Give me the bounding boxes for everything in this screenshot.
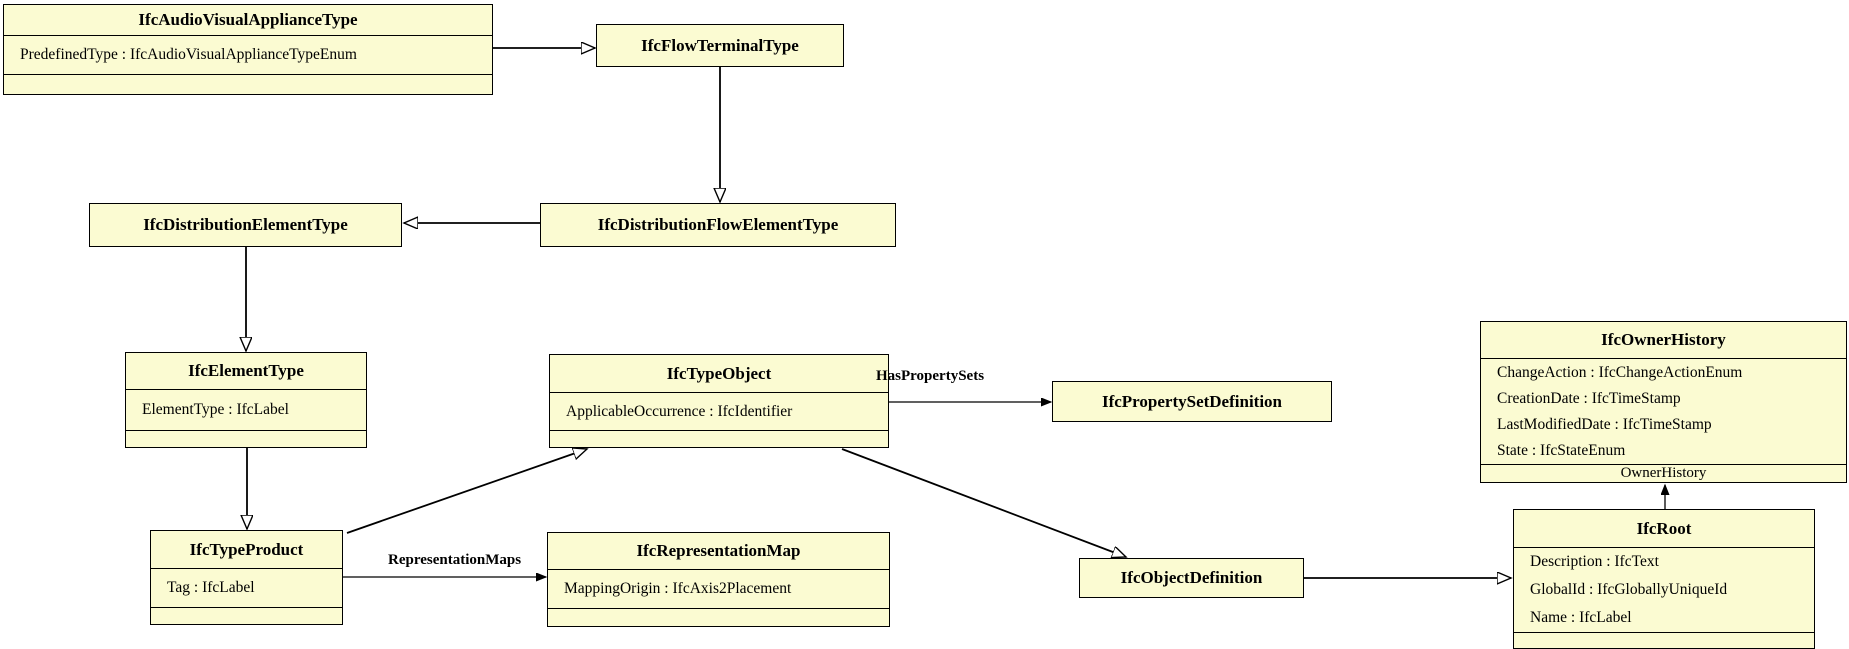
class-title: IfcAudioVisualApplianceType (4, 5, 492, 36)
class-attribute: ElementType : IfcLabel (142, 401, 289, 418)
class-box-ifcroot[interactable]: IfcRoot Description : IfcText GlobalId :… (1513, 509, 1815, 649)
class-box-ifcdistributionelementtype[interactable]: IfcDistributionElementType (89, 203, 402, 247)
class-attribute: PredefinedType : IfcAudioVisualAppliance… (20, 46, 357, 63)
empty-compartment (1514, 633, 1814, 648)
class-title: IfcElementType (126, 353, 366, 390)
class-attribute: State : IfcStateEnum (1497, 441, 1626, 459)
class-box-ifcobjectdefinition[interactable]: IfcObjectDefinition (1079, 558, 1304, 598)
class-box-ifctypeproduct[interactable]: IfcTypeProduct Tag : IfcLabel (150, 530, 343, 625)
haspropertysets-association-label: HasPropertySets (876, 368, 985, 384)
class-attribute: Tag : IfcLabel (167, 579, 255, 596)
class-attribute: Description : IfcText (1530, 553, 1659, 570)
class-box-ifcpropertysetdefinition[interactable]: IfcPropertySetDefinition (1052, 381, 1332, 422)
owner-history-association-label: OwnerHistory (1620, 465, 1707, 481)
class-attribute: MappingOrigin : IfcAxis2Placement (564, 580, 792, 597)
class-title: IfcPropertySetDefinition (1101, 391, 1283, 411)
class-title: IfcTypeProduct (151, 531, 342, 569)
empty-compartment (548, 609, 889, 626)
class-title: IfcRoot (1514, 510, 1814, 548)
class-title: IfcDistributionElementType (143, 215, 348, 234)
class-box-ifcrepresentationmap[interactable]: IfcRepresentationMap MappingOrigin : Ifc… (547, 532, 890, 627)
class-attribute: Name : IfcLabel (1530, 609, 1632, 626)
empty-compartment (4, 75, 492, 94)
class-title: IfcOwnerHistory (1481, 322, 1846, 359)
class-attribute: CreationDate : IfcTimeStamp (1497, 389, 1681, 407)
empty-compartment (151, 608, 342, 624)
class-title: IfcObjectDefinition (1120, 568, 1263, 587)
class-attribute: ChangeAction : IfcChangeActionEnum (1497, 363, 1743, 381)
empty-compartment (550, 431, 888, 447)
representationmaps-association-label: RepresentationMaps (388, 552, 522, 568)
class-box-ifcdistributionflowelementtype[interactable]: IfcDistributionFlowElementType (540, 203, 896, 247)
empty-compartment (126, 431, 366, 447)
class-title: IfcFlowTerminalType (641, 35, 799, 55)
class-title: IfcTypeObject (550, 355, 888, 393)
class-box-ifcelementtype[interactable]: IfcElementType ElementType : IfcLabel (125, 352, 367, 448)
inheritance-arrow-typeobject-to-objectdefinition (841, 448, 1126, 557)
class-attribute: LastModifiedDate : IfcTimeStamp (1497, 415, 1712, 433)
class-box-ifcaudiovisualappliancetype[interactable]: IfcAudioVisualApplianceType PredefinedTy… (3, 4, 493, 95)
class-title: IfcRepresentationMap (548, 533, 889, 570)
class-attribute: ApplicableOccurrence : IfcIdentifier (566, 402, 793, 420)
class-attribute: GlobalId : IfcGloballyUniqueId (1530, 581, 1728, 598)
class-box-ifcflowterminaltype[interactable]: IfcFlowTerminalType (596, 24, 844, 67)
class-title: IfcDistributionFlowElementType (597, 215, 839, 234)
class-box-ifctypeobject[interactable]: IfcTypeObject ApplicableOccurrence : Ifc… (549, 354, 889, 448)
class-box-ifcownerhistory[interactable]: IfcOwnerHistory ChangeAction : IfcChange… (1480, 321, 1847, 483)
inheritance-arrow-typeproduct-to-typeobject (346, 449, 587, 534)
